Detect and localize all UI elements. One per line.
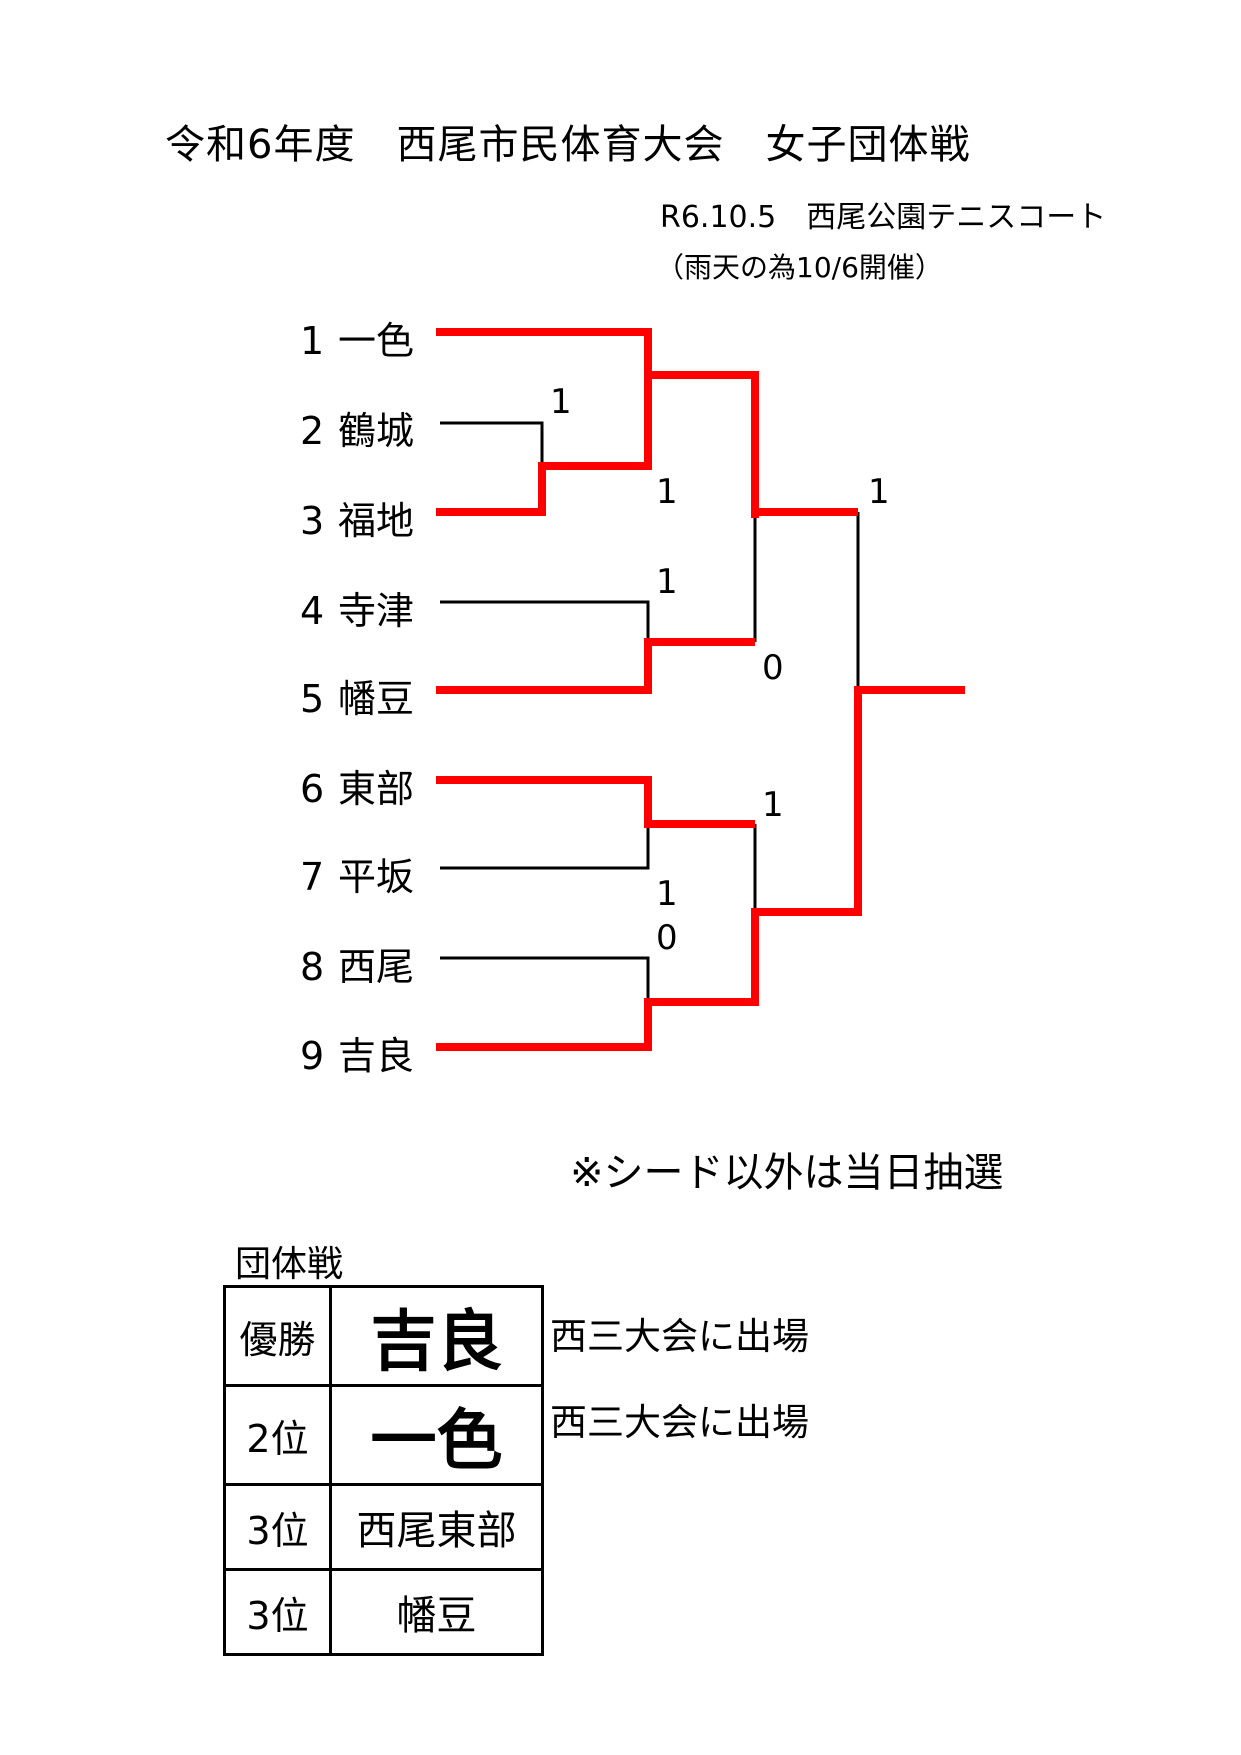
team-number: 3 xyxy=(300,499,325,543)
qualification-note: 西三大会に出場 xyxy=(550,1401,809,1444)
results-caption: 団体戦 xyxy=(235,1244,344,1285)
bracket-winner-line xyxy=(436,328,652,375)
team-number: 2 xyxy=(300,409,325,453)
team-entry: 2 鶴城 xyxy=(300,400,414,455)
bracket-winner-line xyxy=(436,686,965,1051)
team-name: 寺津 xyxy=(338,589,415,633)
rank-cell: 3位 xyxy=(223,1483,332,1571)
team-name: 鶴城 xyxy=(338,409,415,453)
bracket-winner-line xyxy=(751,375,858,516)
match-score: 0 xyxy=(656,918,678,958)
team-number: 7 xyxy=(300,855,325,899)
bracket-winner-lines xyxy=(436,328,965,1051)
rank-cell: 優勝 xyxy=(223,1285,332,1387)
rank-cell: 2位 xyxy=(223,1384,332,1486)
team-entry: 8 西尾 xyxy=(300,936,414,991)
team-entry: 9 吉良 xyxy=(300,1025,414,1080)
qualification-note: 西三大会に出場 xyxy=(550,1315,809,1358)
results-table: 優勝 吉良 2位 一色 3位 西尾東部 3位 幡豆 xyxy=(223,1285,544,1656)
page-title: 令和6年度 西尾市民体育大会 女子団体戦 xyxy=(165,122,971,168)
tournament-bracket xyxy=(436,328,965,1051)
table-row: 優勝 吉良 xyxy=(223,1285,544,1387)
bracket-winner-line xyxy=(436,638,755,694)
match-score: 1 xyxy=(868,472,890,512)
team-name: 幡豆 xyxy=(338,677,415,721)
rain-note: （雨天の為10/6開催） xyxy=(656,251,943,284)
team-entry: 7 平坂 xyxy=(300,846,414,901)
match-score: 1 xyxy=(656,472,678,512)
team-cell: 幡豆 xyxy=(329,1568,544,1656)
bracket-winner-line xyxy=(436,776,755,828)
rank-cell: 3位 xyxy=(223,1568,332,1656)
team-name: 東部 xyxy=(338,767,415,811)
team-cell: 一色 xyxy=(329,1384,544,1486)
team-cell: 西尾東部 xyxy=(329,1483,544,1571)
bracket-line xyxy=(440,600,650,642)
bracket-winner-line xyxy=(436,371,759,518)
team-number: 9 xyxy=(300,1034,325,1078)
team-name: 平坂 xyxy=(338,855,415,899)
date-venue: R6.10.5 西尾公園テニスコート xyxy=(660,200,1107,235)
team-name: 一色 xyxy=(338,319,415,363)
team-entry: 3 福地 xyxy=(300,490,414,545)
team-entry: 1 一色 xyxy=(300,310,414,365)
table-row: 3位 幡豆 xyxy=(223,1568,544,1656)
match-score: 1 xyxy=(762,785,784,825)
match-score: 1 xyxy=(656,562,678,602)
team-cell: 吉良 xyxy=(329,1285,544,1387)
team-name: 福地 xyxy=(338,499,415,543)
bracket-line xyxy=(440,421,544,462)
team-number: 1 xyxy=(300,319,325,363)
team-number: 6 xyxy=(300,767,325,811)
team-number: 5 xyxy=(300,677,325,721)
match-score: 1 xyxy=(656,874,678,914)
team-entry: 6 東部 xyxy=(300,758,414,813)
team-number: 4 xyxy=(300,589,325,633)
match-score: 1 xyxy=(550,382,572,422)
table-row: 2位 一色 xyxy=(223,1384,544,1486)
team-entry: 4 寺津 xyxy=(300,580,414,635)
table-row: 3位 西尾東部 xyxy=(223,1483,544,1571)
team-entry: 5 幡豆 xyxy=(300,668,414,723)
draw-note: ※シード以外は当日抽選 xyxy=(570,1150,1004,1196)
team-name: 西尾 xyxy=(338,945,415,989)
team-name: 吉良 xyxy=(338,1034,415,1078)
bracket-line xyxy=(440,956,650,1002)
bracket-line xyxy=(440,824,650,870)
team-number: 8 xyxy=(300,945,325,989)
match-score: 0 xyxy=(762,648,784,688)
